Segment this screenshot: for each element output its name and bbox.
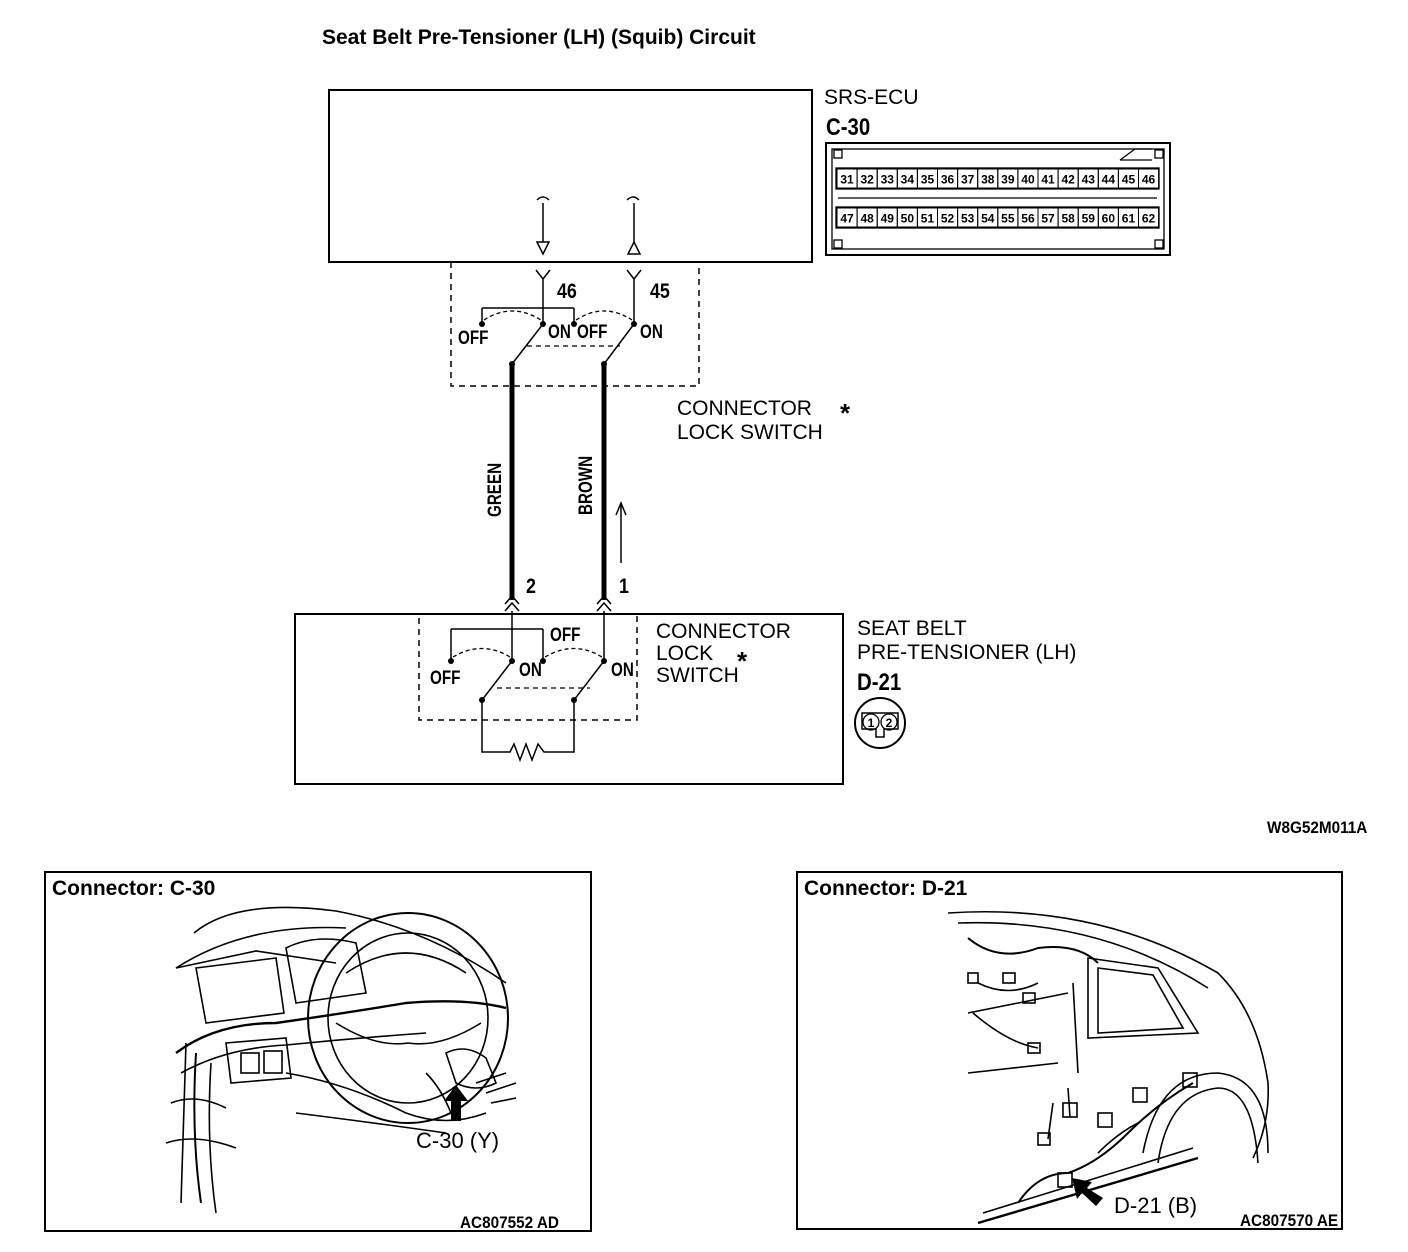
pretensioner-switch-on-left: ON xyxy=(519,660,542,681)
ecu-lead-wave-left xyxy=(536,196,550,201)
ecu-switch-on-right: ON xyxy=(640,322,663,343)
ecu-switch-off-left: OFF xyxy=(458,328,489,349)
connector-c30-panel: Connector: C-30 xyxy=(44,871,592,1232)
c30-pin-56: 56 xyxy=(1021,212,1035,226)
c30-pin-34: 34 xyxy=(901,173,915,187)
d21-connector-code: D-21 xyxy=(857,669,902,696)
pretensioner-switch-off-left: OFF xyxy=(430,668,461,689)
c30-pin-55: 55 xyxy=(1001,212,1015,226)
d21-callout-label: D-21 (B) xyxy=(1114,1193,1198,1218)
c30-pin-57: 57 xyxy=(1041,212,1055,226)
c30-connector-face: 31 32 33 34 35 36 37 38 39 40 41 42 43 44 45 46 47 48 49 5… xyxy=(825,142,1171,256)
ecu-switch-on-left: ON xyxy=(548,322,571,343)
c30-pin-54: 54 xyxy=(981,212,995,226)
connector-d21-panel: Connector: D-21 xyxy=(796,871,1343,1230)
c30-pin-42: 42 xyxy=(1061,173,1075,187)
ecu-switch-off-right: OFF xyxy=(577,322,608,343)
c30-pin-41: 41 xyxy=(1041,173,1055,187)
pretensioner-terminal-2: 2 xyxy=(526,575,536,598)
pretensioner-lock-switch-line2: LOCK xyxy=(656,642,714,665)
ecu-lock-switch-label-line1: CONNECTOR xyxy=(677,397,812,420)
pretensioner-lock-switch-line1: CONNECTOR xyxy=(656,620,791,643)
pretensioner-lock-switch-box xyxy=(418,613,638,721)
pretensioner-lock-switch-line3: SWITCH xyxy=(656,664,739,687)
d21-connector-symbol: 1 2 xyxy=(854,697,906,749)
c30-pin-50: 50 xyxy=(901,212,915,226)
ecu-lead-wave-right xyxy=(626,196,640,201)
c30-connector-code: C-30 xyxy=(826,114,871,141)
c30-pin-51: 51 xyxy=(921,212,935,226)
c30-figure-ref: AC807552 AD xyxy=(460,1213,559,1232)
pretensioner-lock-switch-asterisk: * xyxy=(737,646,748,676)
c30-pin-33: 33 xyxy=(881,173,895,187)
c30-pin-53: 53 xyxy=(961,212,975,226)
c30-pin-38: 38 xyxy=(981,173,995,187)
c30-pin-31: 31 xyxy=(840,173,854,187)
c30-pin-45: 45 xyxy=(1122,173,1136,187)
ecu-lock-switch-label-line2: LOCK SWITCH xyxy=(677,421,823,444)
c30-pin-37: 37 xyxy=(961,173,975,187)
connector-c30-panel-title: Connector: C-30 xyxy=(52,877,216,900)
c30-callout-label: C-30 (Y) xyxy=(416,1128,500,1153)
c30-pin-46: 46 xyxy=(1142,173,1156,187)
pretensioner-switch-off-top: OFF xyxy=(550,625,581,646)
c30-pin-36: 36 xyxy=(941,173,955,187)
page-title: Seat Belt Pre-Tensioner (LH) (Squib) Cir… xyxy=(322,26,756,49)
c30-pin-48: 48 xyxy=(860,212,874,226)
srs-ecu-label: SRS-ECU xyxy=(824,86,919,109)
pretensioner-terminal-1: 1 xyxy=(619,575,629,598)
ecu-lock-switch-asterisk: * xyxy=(840,398,851,428)
wire-color-green: GREEN xyxy=(485,462,506,517)
c30-pin-52: 52 xyxy=(941,212,955,226)
ecu-lock-switch-box xyxy=(450,262,700,387)
pretensioner-box xyxy=(294,613,844,785)
c30-pin-43: 43 xyxy=(1082,173,1096,187)
c30-pin-61: 61 xyxy=(1122,212,1136,226)
c30-pin-cell xyxy=(1138,168,1160,189)
c30-pin-58: 58 xyxy=(1061,212,1075,226)
wire-color-brown: BROWN xyxy=(576,455,597,515)
c30-pin-60: 60 xyxy=(1102,212,1116,226)
connector-d21-panel-title: Connector: D-21 xyxy=(804,877,968,900)
c30-pin-32: 32 xyxy=(860,173,874,187)
c30-pin-35: 35 xyxy=(921,173,935,187)
c30-pin-39: 39 xyxy=(1001,173,1015,187)
pretensioner-switch-on-right: ON xyxy=(611,660,634,681)
dashboard-illustration xyxy=(165,906,517,1214)
c30-pin-49: 49 xyxy=(881,212,895,226)
ecu-terminal-46: 46 xyxy=(557,280,577,303)
c30-pin-40: 40 xyxy=(1021,173,1035,187)
c30-pin-62: 62 xyxy=(1142,212,1156,226)
ecu-output-triangle-left xyxy=(535,241,551,256)
squib-resistor xyxy=(481,700,575,763)
pretensioner-name-line2: PRE-TENSIONER (LH) xyxy=(857,641,1077,664)
vehicle-body-illustration xyxy=(947,910,1270,1225)
srs-ecu-box xyxy=(328,89,813,263)
c30-callout-arrow xyxy=(444,1085,468,1121)
c30-pin-cell xyxy=(1138,207,1160,228)
c30-pin-44: 44 xyxy=(1102,173,1116,187)
d21-pin-1: 1 xyxy=(868,716,875,730)
c30-pin-59: 59 xyxy=(1082,212,1096,226)
d21-pin-2: 2 xyxy=(886,716,893,730)
d21-figure-ref: AC807570 AE xyxy=(1240,1211,1339,1230)
ecu-input-triangle-right xyxy=(626,240,642,255)
d21-callout-arrow xyxy=(1072,1178,1103,1206)
c30-pin-47: 47 xyxy=(840,212,854,226)
ecu-terminal-45: 45 xyxy=(650,280,670,303)
diagram-reference-code: W8G52M011A xyxy=(1267,818,1368,837)
pretensioner-name-line1: SEAT BELT xyxy=(857,617,967,640)
